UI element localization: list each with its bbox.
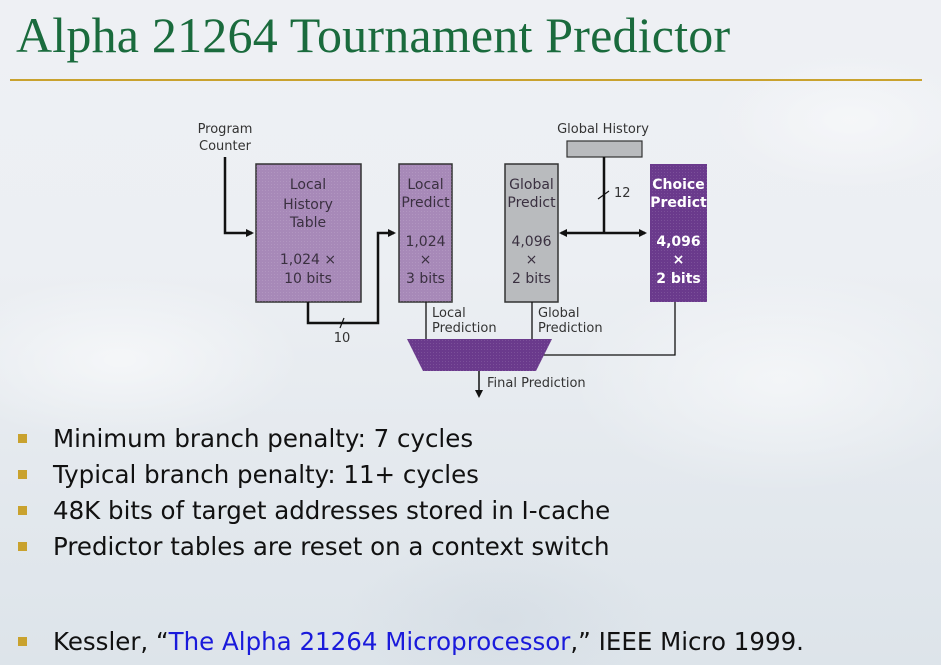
local-history-table-block: Local History Table 1,024 × 10 bits (255, 163, 362, 303)
choice-predict-label-1: Choice (652, 177, 704, 193)
local-predict-block: Local Predict 1,024 × 3 bits (398, 163, 453, 303)
global-predict-size-3: 2 bits (512, 271, 551, 287)
choice-predict-size-3: 2 bits (656, 271, 700, 287)
final-prediction-label: Final Prediction (487, 376, 586, 391)
local-prediction-label-1: Local (432, 306, 466, 321)
bullet-text: Typical branch penalty: 11+ cycles (53, 459, 479, 489)
choice-predict-size-1: 4,096 (656, 234, 700, 250)
lht-to-local-predict-arrow (306, 229, 396, 325)
lht-size-2: 10 bits (284, 271, 332, 287)
local-predict-label-2: Predict (401, 195, 450, 211)
bullet-text: Minimum branch penalty: 7 cycles (53, 423, 474, 453)
choice-select-line (540, 302, 676, 356)
choice-predict-label-2: Predict (650, 195, 707, 211)
bullet-text: Predictor tables are reset on a context … (53, 531, 610, 561)
local-predict-size-1: 1,024 (405, 234, 445, 250)
local-history-bits-label: 10 (334, 331, 351, 346)
lht-label-2: History (283, 197, 333, 213)
bullet-item: Typical branch penalty: 11+ cycles (18, 458, 479, 490)
choice-predict-size-2: × (673, 252, 685, 268)
global-predict-size-2: × (526, 252, 538, 268)
lht-size-1: 1,024 × (280, 252, 336, 268)
local-prediction-label-2: Prediction (432, 321, 497, 336)
bullet-marker-icon (18, 505, 27, 515)
reference-item: Kessler, “The Alpha 21264 Microprocessor… (18, 625, 804, 657)
bullet-marker-icon (18, 469, 27, 479)
bus-width-tick-12 (597, 190, 610, 200)
global-history-register (566, 140, 643, 158)
global-predict-label-2: Predict (507, 195, 556, 211)
choice-predict-block: Choice Predict 4,096 × 2 bits (650, 164, 707, 302)
local-predict-size-2: × (420, 252, 432, 268)
slide-title: Alpha 21264 Tournament Predictor (16, 7, 731, 63)
global-predict-size-1: 4,096 (511, 234, 551, 250)
reference-prefix: Kessler, “ (53, 626, 169, 656)
bullet-text: 48K bits of target addresses stored in I… (53, 495, 611, 525)
bullet-item: Minimum branch penalty: 7 cycles (18, 422, 473, 454)
program-counter-label-2: Counter (199, 139, 252, 154)
program-counter-label-1: Program (198, 122, 253, 137)
local-predict-label-1: Local (407, 177, 443, 193)
global-history-bits-label: 12 (614, 186, 631, 201)
global-predict-label-1: Global (509, 177, 554, 193)
global-history-label: Global History (557, 122, 649, 137)
lht-label-3: Table (289, 215, 326, 231)
reference-suffix: ,” IEEE Micro 1999. (570, 626, 804, 656)
pc-to-lht-arrow (223, 157, 254, 237)
bullet-marker-icon (18, 636, 27, 646)
bullet-marker-icon (18, 433, 27, 443)
bullet-item: Predictor tables are reset on a context … (18, 530, 610, 562)
title-underline (10, 79, 922, 81)
reference-link[interactable]: The Alpha 21264 Microprocessor (168, 626, 571, 656)
global-prediction-label-2: Prediction (538, 321, 603, 336)
bus-width-tick-10 (339, 317, 345, 329)
bullet-marker-icon (18, 541, 27, 551)
lht-label-1: Local (290, 177, 326, 193)
local-predict-size-3: 3 bits (406, 271, 445, 287)
bullet-item: 48K bits of target addresses stored in I… (18, 494, 610, 526)
global-predict-block: Global Predict 4,096 × 2 bits (504, 163, 559, 303)
global-prediction-label-1: Global (538, 306, 579, 321)
